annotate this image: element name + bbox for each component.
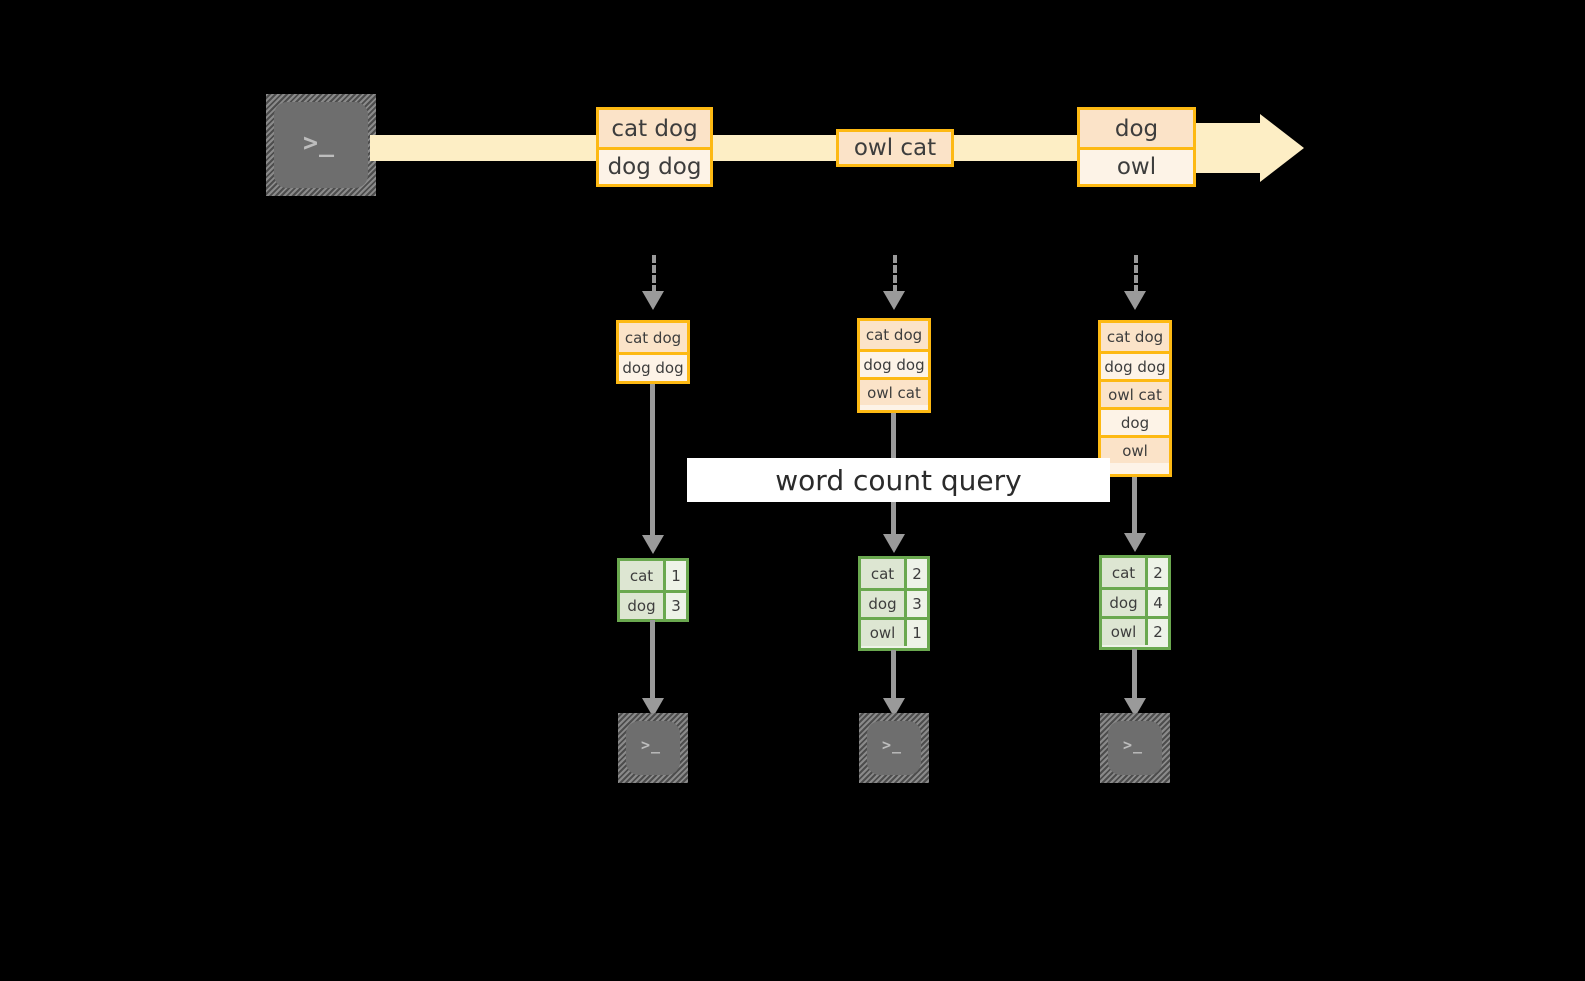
terminal-prompt-label: >_ [302, 127, 336, 157]
result-word-cell: dog [1102, 590, 1145, 616]
result-table-3-row-2: dog 4 [1102, 587, 1168, 616]
snapshot-1-table: cat dog dog dog [616, 320, 690, 384]
result-table-3-row-3: owl 2 [1102, 616, 1168, 645]
terminal-prompt-label: >_ [640, 735, 662, 754]
source-terminal-icon: >_ [266, 94, 376, 196]
sink-connector-2 [891, 650, 896, 700]
snapshot-3-row-5: owl [1101, 435, 1169, 463]
result-table-1: cat 1 dog 3 [617, 558, 689, 622]
terminal-body [867, 721, 921, 775]
sink-connector-3 [1132, 649, 1137, 700]
terminal-body [1108, 721, 1162, 775]
terminal-body [626, 721, 680, 775]
sink-arrowhead-3 [1124, 698, 1146, 717]
result-table-2-row-3: owl 1 [861, 617, 927, 646]
query-label: word count query [687, 458, 1110, 502]
result-table-3: cat 2 dog 4 owl 2 [1099, 555, 1171, 650]
query-connector-1 [650, 384, 655, 536]
snapshot-3-row-1: cat dog [1101, 323, 1169, 351]
query-arrowhead-2 [883, 534, 905, 553]
stream-band-thick [1196, 123, 1264, 173]
result-word-cell: cat [861, 559, 904, 588]
result-word-cell: owl [861, 620, 904, 646]
sink-connector-1 [650, 620, 655, 700]
terminal-prompt-label: >_ [1122, 735, 1144, 754]
feed-connector-1 [652, 255, 656, 293]
query-arrowhead-1 [642, 535, 664, 554]
snapshot-1-row-1: cat dog [619, 323, 687, 352]
snapshot-3-table: cat dog dog dog owl cat dog owl [1098, 320, 1172, 477]
sink-arrowhead-1 [642, 698, 664, 717]
stream-event-3: dog owl [1077, 107, 1196, 187]
feed-connector-3 [1134, 255, 1138, 293]
stream-event-1-line-1: cat dog [599, 110, 710, 147]
terminal-body [274, 102, 368, 188]
result-word-cell: owl [1102, 619, 1145, 645]
result-count-cell: 1 [904, 620, 927, 646]
result-count-cell: 4 [1145, 590, 1168, 616]
feed-arrowhead-1 [642, 291, 664, 310]
stream-event-2-line-1: owl cat [839, 132, 951, 164]
result-word-cell: dog [861, 591, 904, 617]
result-count-cell: 3 [663, 593, 686, 619]
snapshot-1-row-2: dog dog [619, 352, 687, 381]
result-table-3-row-1: cat 2 [1102, 558, 1168, 587]
snapshot-2-row-1: cat dog [860, 321, 928, 349]
result-table-1-row-1: cat 1 [620, 561, 686, 590]
result-word-cell: cat [620, 561, 663, 590]
stream-arrowhead [1260, 114, 1304, 182]
query-arrowhead-3 [1124, 533, 1146, 552]
snapshot-2-row-2: dog dog [860, 349, 928, 377]
result-table-1-row-2: dog 3 [620, 590, 686, 619]
stream-event-3-line-2: owl [1080, 147, 1193, 184]
snapshot-2-table: cat dog dog dog owl cat [857, 318, 931, 413]
result-count-cell: 3 [904, 591, 927, 617]
feed-connector-2 [893, 255, 897, 293]
snapshot-3-row-4: dog [1101, 407, 1169, 435]
result-table-2: cat 2 dog 3 owl 1 [858, 556, 930, 651]
result-count-cell: 2 [904, 559, 927, 588]
terminal-prompt-label: >_ [881, 735, 903, 754]
sink-arrowhead-2 [883, 698, 905, 717]
query-connector-3 [1132, 477, 1137, 535]
sink-terminal-2-icon: >_ [859, 713, 929, 783]
result-count-cell: 1 [663, 561, 686, 590]
result-count-cell: 2 [1145, 619, 1168, 645]
result-word-cell: cat [1102, 558, 1145, 587]
result-table-2-row-1: cat 2 [861, 559, 927, 588]
stream-event-1: cat dog dog dog [596, 107, 713, 187]
sink-terminal-1-icon: >_ [618, 713, 688, 783]
feed-arrowhead-2 [883, 291, 905, 310]
stream-event-2: owl cat [836, 129, 954, 167]
snapshot-2-row-3: owl cat [860, 377, 928, 405]
feed-arrowhead-3 [1124, 291, 1146, 310]
sink-terminal-3-icon: >_ [1100, 713, 1170, 783]
snapshot-3-row-2: dog dog [1101, 351, 1169, 379]
stream-event-1-line-2: dog dog [599, 147, 710, 184]
result-word-cell: dog [620, 593, 663, 619]
stream-event-3-line-1: dog [1080, 110, 1193, 147]
result-count-cell: 2 [1145, 558, 1168, 587]
result-table-2-row-2: dog 3 [861, 588, 927, 617]
snapshot-3-row-3: owl cat [1101, 379, 1169, 407]
